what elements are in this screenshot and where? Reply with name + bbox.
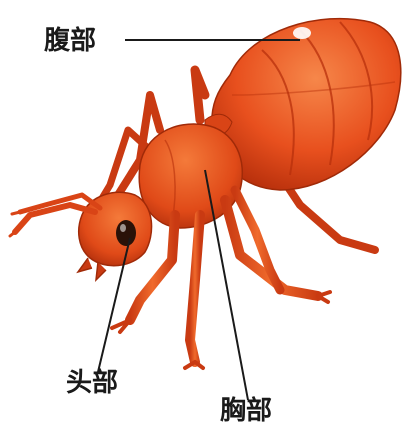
eye-icon [116, 220, 136, 246]
abdomen-label: 腹部 [44, 26, 96, 56]
head-label: 头部 [66, 368, 118, 398]
thorax-label: 胸部 [220, 396, 272, 426]
head [78, 192, 152, 280]
